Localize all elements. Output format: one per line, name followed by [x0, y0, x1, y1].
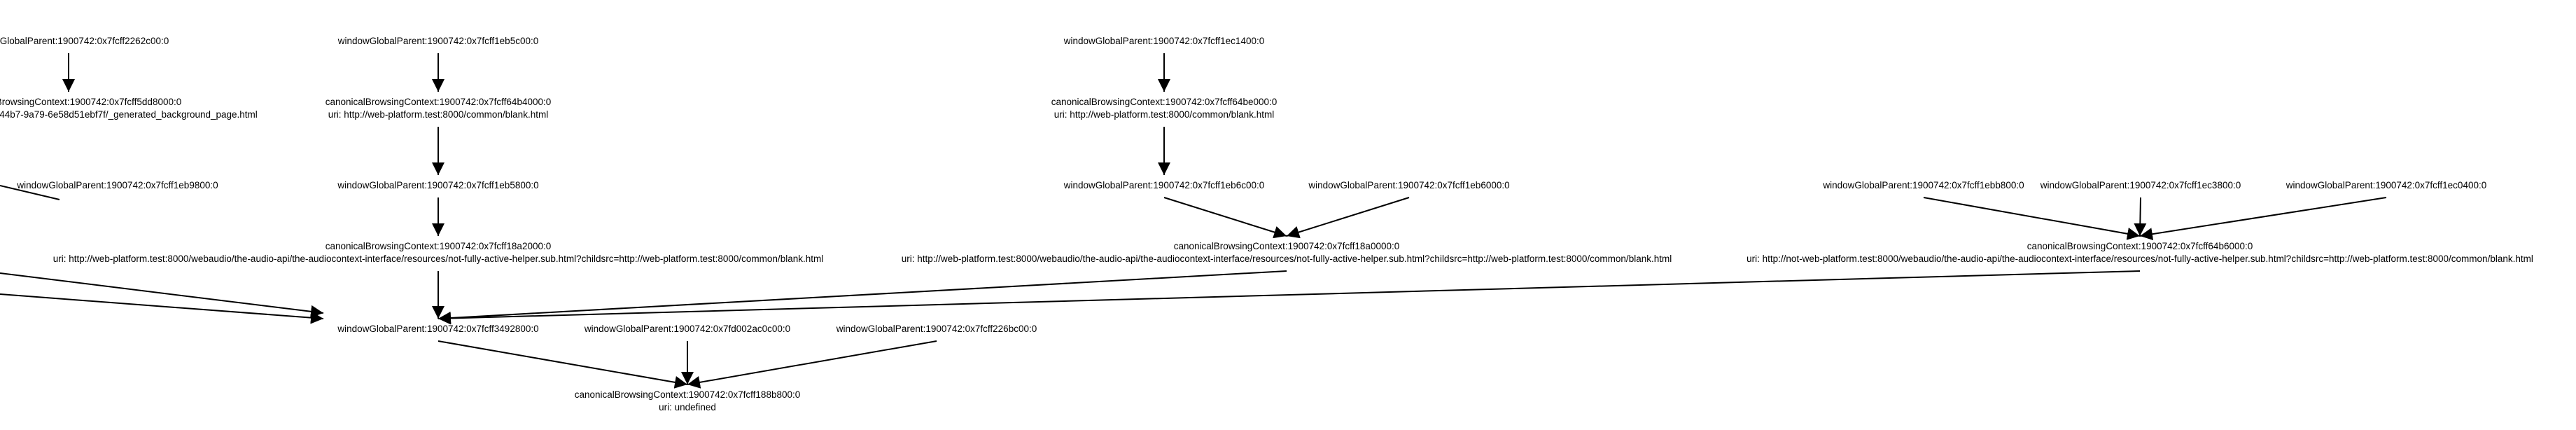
edge-arrow — [2134, 197, 2147, 237]
edge-arrow — [1923, 197, 2141, 240]
node-window-global-parent: windowGlobalParent:1900742:0x7fcff1ec380… — [2040, 179, 2241, 192]
node-label: canonicalBrowsingContext:1900742:0x7fcff… — [0, 97, 182, 107]
node-window-global-parent: windowGlobalParent:1900742:0x7fcff226bc0… — [836, 323, 1037, 335]
edge-arrow — [438, 340, 688, 389]
node-label: windowGlobalParent:1900742:0x7fcff1eb6c0… — [1063, 180, 1265, 190]
node-window-global-parent: windowGlobalParent:1900742:0x7fcff1ec140… — [1064, 35, 1264, 48]
node-uri: uri: http://web-platform.test:8000/commo… — [328, 109, 549, 120]
node-label: canonicalBrowsingContext:1900742:0x7fcff… — [574, 389, 801, 400]
node-label: canonicalBrowsingContext:1900742:0x7fcff… — [1051, 97, 1278, 107]
node-window-global-parent: windowGlobalParent:1900742:0x7fd002ac0c0… — [584, 323, 790, 335]
node-label: windowGlobalParent:1900742:0x7fcff1eb580… — [337, 180, 539, 190]
node-window-global-parent: windowGlobalParent:1900742:0x7fcff1eb5c0… — [338, 35, 538, 48]
node-label: windowGlobalParent:1900742:0x7fd002ac0c0… — [584, 324, 791, 334]
node-canonical-browsing-context: canonicalBrowsingContext:1900742:0x7fcff… — [1746, 240, 2533, 265]
node-canonical-browsing-context: canonicalBrowsingContext:1900742:0x7fcff… — [0, 96, 258, 121]
node-window-global-parent: windowGlobalParent:1900742:0x7fcff1eb600… — [1308, 179, 1509, 192]
node-label: windowGlobalParent:1900742:0x7fcff349280… — [337, 324, 539, 334]
node-uri: uri: http://web-platform.test:8000/webau… — [901, 254, 1672, 264]
edge-arrow — [0, 185, 60, 200]
edge-arrow — [1163, 197, 1287, 239]
node-uri: uri: http://web-platform.test:8000/commo… — [1054, 109, 1275, 120]
node-label: windowGlobalParent:1900742:0x7fcff1eb980… — [17, 180, 218, 190]
node-label: windowGlobalParent:1900742:0x7fcff1ec040… — [2286, 180, 2487, 190]
node-canonical-browsing-context: canonicalBrowsingContext:1900742:0x7fcff… — [326, 96, 551, 121]
node-canonical-browsing-context: canonicalBrowsingContext:1900742:0x7fcff… — [575, 389, 800, 414]
edge-arrow — [687, 340, 937, 389]
node-label: windowGlobalParent:1900742:0x7fcff1ec140… — [1063, 36, 1265, 46]
node-label: windowGlobalParent:1900742:0x7fcff1eb5c0… — [337, 36, 539, 46]
node-uri: uri: http://web-platform.test:8000/webau… — [52, 254, 824, 264]
node-uri: uri: http://not-web-platform.test:8000/w… — [1746, 254, 2533, 264]
node-label: canonicalBrowsingContext:1900742:0x7fcff… — [325, 97, 552, 107]
node-window-global-parent: windowGlobalParent:1900742:0x7fcff2262c0… — [0, 35, 169, 48]
node-label: canonicalBrowsingContext:1900742:0x7fcff… — [2026, 241, 2253, 251]
node-label: canonicalBrowsingContext:1900742:0x7fcff… — [1173, 241, 1400, 251]
edge-arrow — [0, 293, 324, 324]
edge-arrow — [438, 270, 1287, 324]
node-window-global-parent: windowGlobalParent:1900742:0x7fcff1eb6c0… — [1064, 179, 1264, 192]
node-canonical-browsing-context: canonicalBrowsingContext:1900742:0x7fcff… — [902, 240, 1672, 265]
node-canonical-browsing-context: canonicalBrowsingContext:1900742:0x7fcff… — [53, 240, 823, 265]
node-uri: uri: undefined — [659, 402, 716, 412]
node-window-global-parent: windowGlobalParent:1900742:0x7fcff1eb980… — [17, 179, 218, 192]
node-uri: uri: moz-extension://...-c581-44b7-9a79-… — [0, 109, 258, 120]
node-label: windowGlobalParent:1900742:0x7fcff1eb600… — [1308, 180, 1510, 190]
edge-arrow — [2139, 197, 2387, 241]
node-label: windowGlobalParent:1900742:0x7fcff1ebb80… — [1823, 180, 2024, 190]
node-label: canonicalBrowsingContext:1900742:0x7fcff… — [325, 241, 552, 251]
node-label: windowGlobalParent:1900742:0x7fcff1ec380… — [2040, 180, 2241, 190]
node-window-global-parent: windowGlobalParent:1900742:0x7fcff1eb580… — [337, 179, 538, 192]
edge-arrow — [438, 270, 2141, 325]
node-window-global-parent: windowGlobalParent:1900742:0x7fcff1ebb80… — [1823, 179, 2024, 192]
node-window-global-parent: windowGlobalParent:1900742:0x7fcff1ec040… — [2286, 179, 2486, 192]
node-window-global-parent: windowGlobalParent:1900742:0x7fcff349280… — [337, 323, 538, 335]
node-label: windowGlobalParent:1900742:0x7fcff226bc0… — [836, 324, 1037, 334]
node-canonical-browsing-context: canonicalBrowsingContext:1900742:0x7fcff… — [1051, 96, 1277, 121]
edge-arrow — [0, 272, 324, 318]
edge-arrow — [1286, 197, 1410, 239]
node-label: windowGlobalParent:1900742:0x7fcff2262c0… — [0, 36, 169, 46]
